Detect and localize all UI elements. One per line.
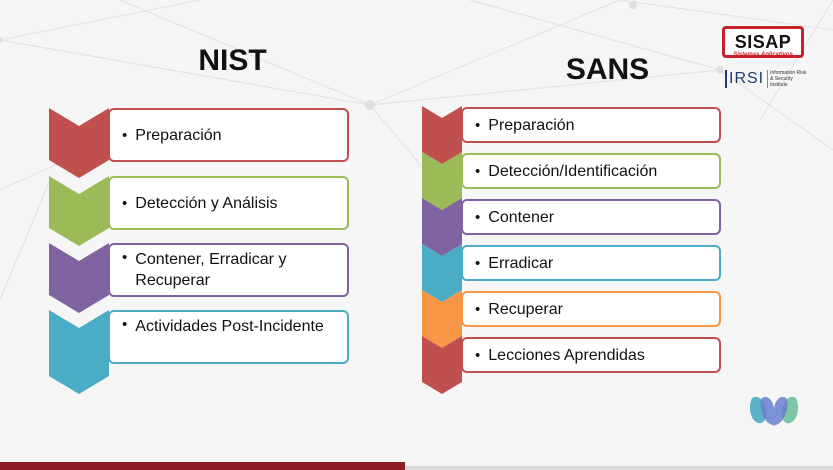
- irsi-logo-name: IRSI: [725, 70, 764, 88]
- bullet-icon: •: [122, 316, 128, 333]
- sans-step-label: Contener: [488, 208, 555, 226]
- webex-icon: [749, 396, 799, 426]
- bullet-icon: •: [475, 208, 481, 226]
- bullet-icon: •: [475, 116, 481, 134]
- bullet-icon: •: [122, 249, 128, 266]
- sans-step-label: Erradicar: [488, 254, 554, 272]
- sisap-tagline: Sistemas Aplicativos: [733, 52, 793, 58]
- bullet-icon: •: [475, 300, 481, 318]
- nist-title: NIST: [198, 44, 267, 77]
- sans-step-label: Preparación: [488, 116, 575, 134]
- nist-step-deteccion: • Detección y Análisis: [108, 176, 349, 230]
- bullet-icon: •: [475, 346, 481, 364]
- nist-chevron-3: [49, 243, 109, 313]
- nist-step-contener: • Contener, Erradicar y Recuperar: [108, 243, 349, 297]
- sans-step-label: Detección/Identificación: [488, 162, 658, 180]
- bullet-icon: •: [122, 194, 128, 212]
- sans-step-label: Recuperar: [488, 300, 563, 318]
- nist-chevron-1: [49, 108, 109, 178]
- sans-step-label: Lecciones Aprendidas: [488, 346, 645, 364]
- bottom-accent-bar: [0, 462, 405, 470]
- sans-chevron-4: [422, 244, 462, 302]
- sans-chevron-3: [422, 198, 462, 256]
- bullet-icon: •: [122, 126, 128, 144]
- sans-step-deteccion: • Detección/Identificación: [461, 153, 721, 189]
- nist-chevron-4: [49, 310, 109, 394]
- irsi-logo-tagline: Information Risk & Security Institute: [767, 70, 809, 88]
- sisap-logo: SISAP: [722, 26, 804, 58]
- sans-title: SANS: [565, 53, 650, 86]
- nist-step-label: Actividades Post-Incidente: [135, 318, 324, 335]
- sisap-logo-name: SISAP: [734, 32, 792, 52]
- bullet-icon: •: [475, 162, 481, 180]
- nist-step-preparacion: • Preparación: [108, 108, 349, 162]
- bullet-icon: •: [475, 254, 481, 272]
- sans-step-lecciones: • Lecciones Aprendidas: [461, 337, 721, 373]
- nist-chevron-2: [49, 176, 109, 246]
- nist-step-label: Preparación: [135, 126, 222, 144]
- sans-step-preparacion: • Preparación: [461, 107, 721, 143]
- sans-chevron-6: [422, 336, 462, 394]
- sans-step-recuperar: • Recuperar: [461, 291, 721, 327]
- sans-chevron-1: [422, 106, 462, 164]
- irsi-logo: IRSI Information Risk & Security Institu…: [725, 70, 809, 88]
- sans-chevron-2: [422, 152, 462, 210]
- sans-step-erradicar: • Erradicar: [461, 245, 721, 281]
- nist-step-label: Detección y Análisis: [135, 194, 278, 212]
- sans-chevron-5: [422, 290, 462, 348]
- nist-step-label: Contener, Erradicar y Recuperar: [135, 251, 287, 289]
- nist-step-post-incidente: • Actividades Post-Incidente: [108, 310, 349, 364]
- bottom-divider: [405, 466, 833, 470]
- sans-step-contener: • Contener: [461, 199, 721, 235]
